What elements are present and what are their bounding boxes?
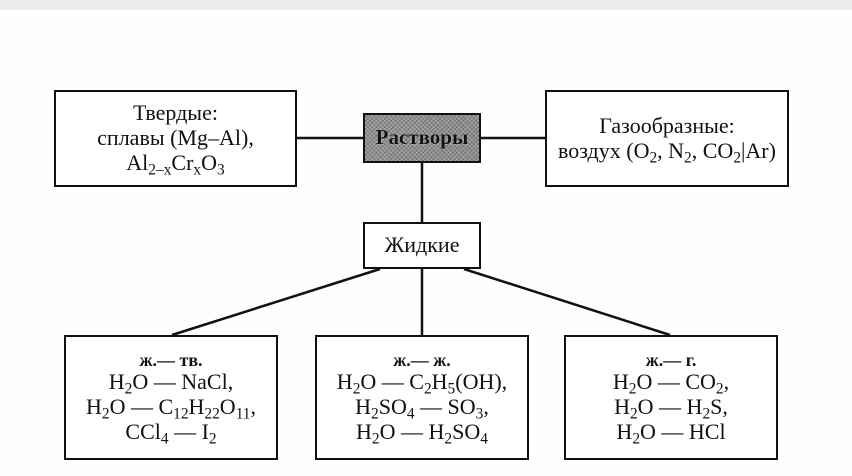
gas-examples: воздух (O2, N2, CO2|Ar) bbox=[558, 137, 776, 167]
gaseous-solutions-box: Газообразные: воздух (O2, N2, CO2|Ar) bbox=[545, 90, 789, 187]
formula-line: сплавы (Mg–Al), bbox=[97, 125, 254, 151]
solutions-root-box: Растворы bbox=[363, 113, 481, 163]
formula-line: H2O — HCl bbox=[616, 419, 726, 448]
liquid-solid-box: ж.— тв. H2O — NaCl,H2O — C12H22O11,CCl4 … bbox=[64, 335, 278, 460]
liquid-solid-examples: H2O — NaCl,H2O — C12H22O11,CCl4 — I2 bbox=[85, 369, 257, 448]
formula-line: H2O — H2S, bbox=[614, 394, 728, 423]
connector-liquid-gas-type bbox=[463, 267, 671, 337]
liquid-liquid-box: ж.— ж. H2O — C2H5(OH),H2SO4 — SO3,H2O — … bbox=[315, 335, 529, 460]
formula-line: H2O — C2H5(OH), bbox=[336, 369, 508, 398]
formula-line: H2O — H2SO4 bbox=[356, 419, 488, 448]
solid-solutions-box: Твердые: сплавы (Mg–Al),Al2–xCrxO3 bbox=[54, 90, 297, 187]
formula-line: H2O — CO2, bbox=[612, 369, 730, 398]
formula-line: CCl4 — I2 bbox=[125, 419, 217, 448]
liquid-gas-title: ж.— г. bbox=[645, 350, 697, 371]
formula-line: Al2–xCrxO3 bbox=[126, 149, 225, 179]
formula-line: воздух (O2, N2, CO2|Ar) bbox=[558, 137, 776, 167]
liquid-label: Жидкие bbox=[384, 232, 460, 258]
liquid-solid-title: ж.— тв. bbox=[139, 350, 203, 371]
root-label: Растворы bbox=[375, 125, 469, 150]
solid-examples: сплавы (Mg–Al),Al2–xCrxO3 bbox=[97, 125, 254, 179]
liquid-gas-examples: H2O — CO2,H2O — H2S,H2O — HCl bbox=[612, 369, 730, 448]
gas-title: Газообразные: bbox=[599, 112, 735, 138]
connector-liquid-solid-type bbox=[171, 267, 381, 337]
liquid-solutions-box: Жидкие bbox=[363, 222, 481, 269]
top-bar bbox=[0, 0, 852, 10]
liquid-gas-box: ж.— г. H2O — CO2,H2O — H2S,H2O — HCl bbox=[564, 335, 778, 460]
solid-title: Твердые: bbox=[133, 100, 218, 126]
liquid-liquid-examples: H2O — C2H5(OH),H2SO4 — SO3,H2O — H2SO4 bbox=[336, 369, 508, 448]
formula-line: H2O — C12H22O11, bbox=[85, 394, 257, 423]
formula-line: H2O — NaCl, bbox=[108, 369, 234, 398]
formula-line: H2SO4 — SO3, bbox=[355, 394, 489, 423]
liquid-liquid-title: ж.— ж. bbox=[393, 350, 451, 371]
